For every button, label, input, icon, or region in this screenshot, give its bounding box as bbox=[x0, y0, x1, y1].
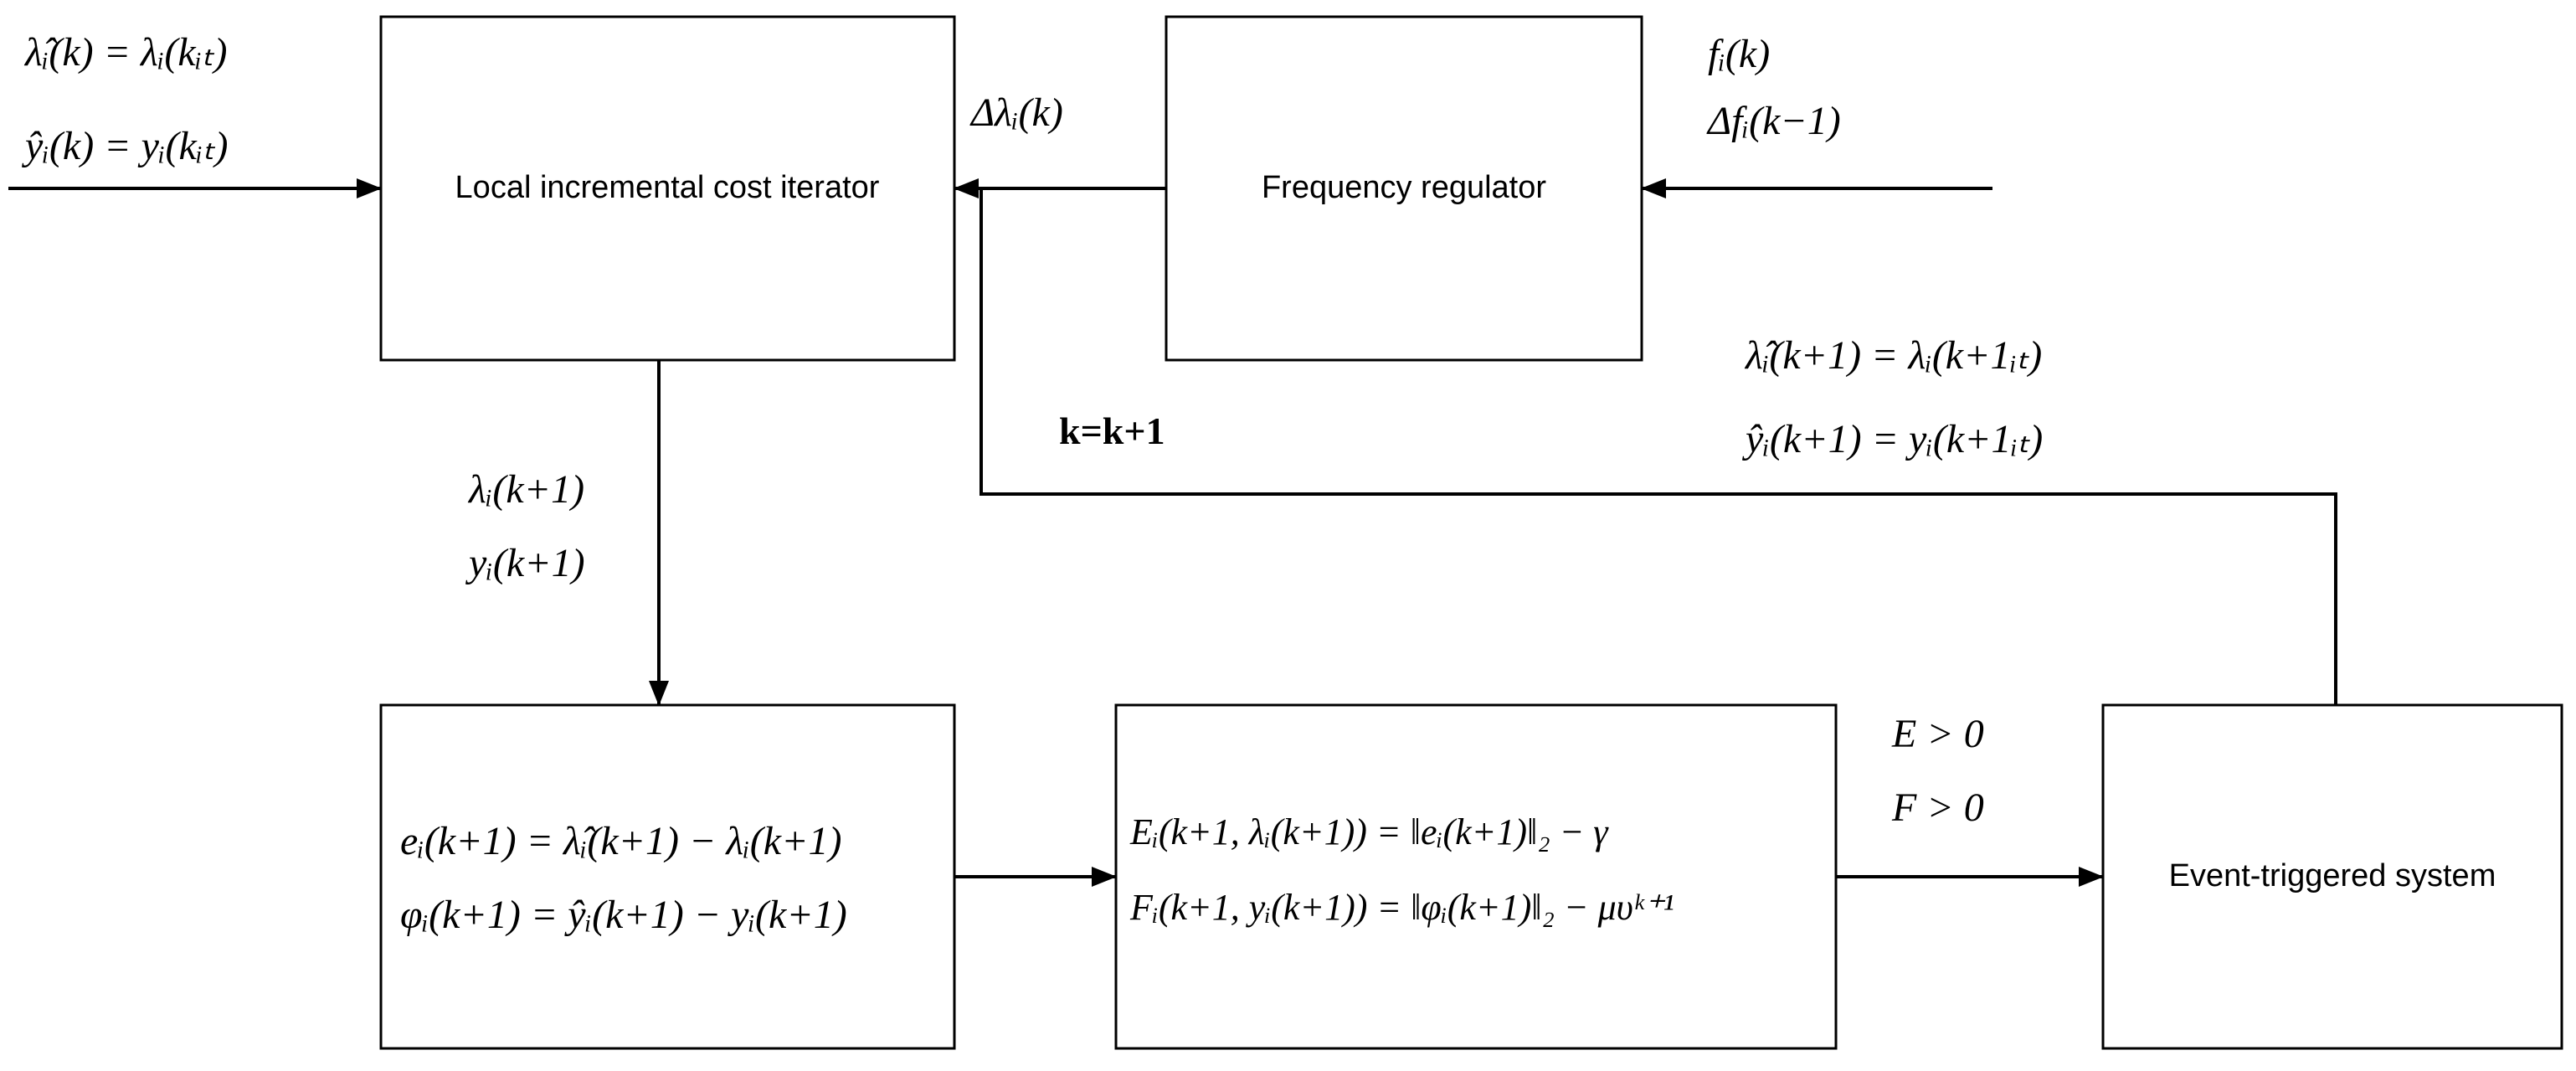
delta-lambda-label: Δλᵢ(k) bbox=[969, 90, 1063, 135]
error-eq-1: eᵢ(k+1) = λ̂ᵢ(k+1) − λᵢ(k+1) bbox=[400, 819, 841, 863]
trigger-eq-2: Fᵢ(k+1, yᵢ(k+1)) = ‖φᵢ(k+1)‖₂ − μυᵏ⁺¹ bbox=[1129, 887, 1674, 928]
trigger-fn-block: Eᵢ(k+1, λᵢ(k+1)) = ‖eᵢ(k+1)‖₂ − γ Fᵢ(k+1… bbox=[1114, 703, 1838, 1050]
feedback-y-label: ŷᵢ(k+1) = yᵢ(k+1ᵢₜ) bbox=[1741, 417, 2043, 461]
iterator-label: Local incremental cost iterator bbox=[455, 170, 880, 205]
condition-E-label: E > 0 bbox=[1891, 712, 1984, 756]
regulator-label: Frequency regulator bbox=[1262, 170, 1546, 205]
delta-f-input-label: Δfᵢ(k−1) bbox=[1706, 99, 1841, 143]
k-update-label: k=k+1 bbox=[1059, 409, 1165, 452]
input-lambda-label: λ̂ᵢ(k) = λᵢ(kᵢₜ) bbox=[23, 30, 227, 75]
condition-F-label: F > 0 bbox=[1891, 785, 1984, 830]
f-input-label: fᵢ(k) bbox=[1708, 32, 1770, 76]
output-lambda-label: λᵢ(k+1) bbox=[467, 467, 584, 512]
iterator-block: Local incremental cost iterator bbox=[379, 15, 956, 362]
output-y-label: yᵢ(k+1) bbox=[465, 541, 585, 585]
error-calc-block: eᵢ(k+1) = λ̂ᵢ(k+1) − λᵢ(k+1) φᵢ(k+1) = ŷ… bbox=[379, 703, 956, 1050]
regulator-block: Frequency regulator bbox=[1165, 15, 1643, 362]
event-system-label: Event-triggered system bbox=[2169, 858, 2496, 893]
error-eq-2: φᵢ(k+1) = ŷᵢ(k+1) − yᵢ(k+1) bbox=[400, 893, 847, 937]
input-y-label: ŷᵢ(k) = yᵢ(kᵢₜ) bbox=[21, 124, 228, 168]
event-system-block: Event-triggered system bbox=[2101, 703, 2563, 1050]
trigger-eq-1: Eᵢ(k+1, λᵢ(k+1)) = ‖eᵢ(k+1)‖₂ − γ bbox=[1129, 811, 1609, 852]
feedback-lambda-label: λ̂ᵢ(k+1) = λᵢ(k+1ᵢₜ) bbox=[1744, 333, 2042, 378]
feedback-line bbox=[979, 188, 2337, 705]
